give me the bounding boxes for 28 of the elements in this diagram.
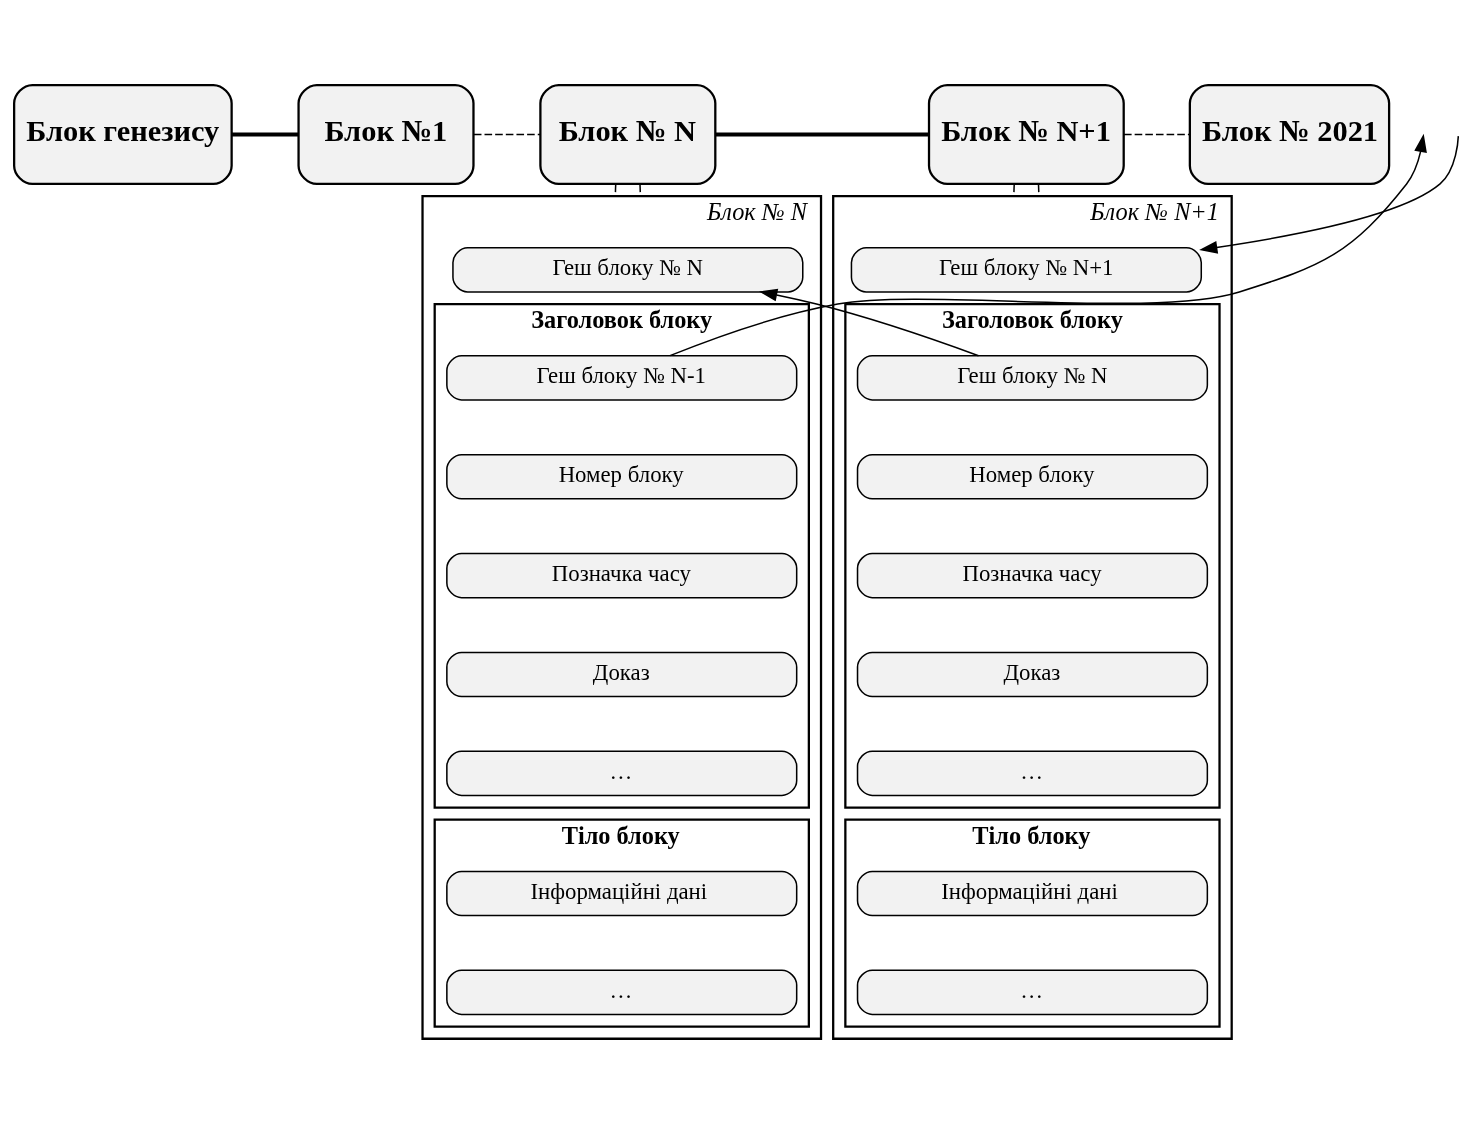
arrow xyxy=(759,288,980,357)
arrow xyxy=(1199,135,1460,254)
node-box: Інформаційні дані xyxy=(856,870,1209,917)
connector xyxy=(715,132,929,137)
node-box: Доказ xyxy=(446,651,798,698)
node-box: Блок генезису xyxy=(13,83,233,186)
node-box: Блок № N+1 xyxy=(927,83,1125,186)
node-box: Блок №1 xyxy=(297,83,475,186)
node-box: Геш блоку № N xyxy=(856,355,1209,401)
node-box: Геш блоку № N-1 xyxy=(446,355,798,401)
node-box: … xyxy=(856,750,1209,797)
node-box: Позначка часу xyxy=(446,552,798,599)
connector xyxy=(1123,133,1191,136)
node-box: Інформаційні дані xyxy=(446,870,798,917)
node-box: Номер блоку xyxy=(856,453,1209,500)
connector xyxy=(231,132,299,137)
node-box: Доказ xyxy=(856,651,1209,698)
connector xyxy=(473,133,541,136)
node-box: Блок № 2021 xyxy=(1188,83,1391,186)
node-box: … xyxy=(446,969,798,1016)
node-box: Позначка часу xyxy=(856,552,1209,599)
arrow xyxy=(669,133,1427,357)
node-box: Геш блоку № N xyxy=(452,247,804,293)
node-box: … xyxy=(856,969,1209,1016)
node-box: Геш блоку № N+1 xyxy=(850,247,1203,293)
node-box: Номер блоку xyxy=(446,453,798,500)
node-box: Блок № N xyxy=(539,83,717,186)
node-box: … xyxy=(446,750,798,797)
